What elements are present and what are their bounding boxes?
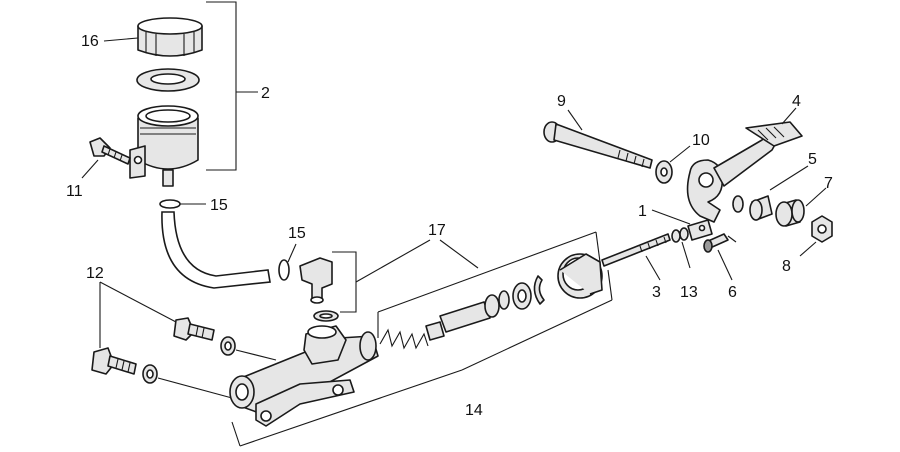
- pedal-lever: [686, 121, 803, 223]
- piston-spring: [379, 321, 445, 350]
- pedal-spacer: [775, 199, 805, 227]
- master-cylinder-body: [229, 325, 379, 427]
- clevis: [687, 219, 713, 241]
- callout-6: 6: [728, 284, 737, 301]
- reservoir-body: [129, 105, 199, 187]
- circlip: [533, 275, 545, 305]
- pedal-bushing: [749, 195, 773, 221]
- pedal-nut: [811, 215, 833, 243]
- piston: [439, 290, 510, 333]
- callout-8: 8: [782, 258, 791, 275]
- reservoir-cap: [137, 17, 203, 57]
- push-rod: [601, 233, 671, 267]
- elbow-fitting: [299, 257, 339, 322]
- callout-15-lower: 15: [288, 225, 306, 242]
- callout-11: 11: [66, 183, 83, 200]
- callout-9: 9: [557, 93, 566, 110]
- callout-13: 13: [680, 284, 698, 301]
- fluid-hose: [161, 211, 271, 289]
- lock-nut: [671, 227, 689, 243]
- callout-12: 12: [86, 265, 104, 282]
- callout-17: 17: [428, 222, 446, 239]
- reservoir-seal: [136, 68, 200, 92]
- callout-5: 5: [808, 151, 817, 168]
- callout-1: 1: [638, 203, 647, 220]
- callout-3: 3: [652, 284, 661, 301]
- callout-16: 16: [81, 33, 99, 50]
- dust-boot: [557, 253, 603, 299]
- pedal-pivot-bolt: [543, 121, 653, 169]
- mounting-bolt-lower: [91, 347, 158, 384]
- callout-2: 2: [261, 85, 270, 102]
- callout-4: 4: [792, 93, 801, 110]
- callout-15-upper: 15: [210, 197, 228, 214]
- callout-10: 10: [692, 132, 710, 149]
- mounting-bolt-upper: [173, 317, 236, 356]
- callout-14: 14: [465, 402, 483, 419]
- reservoir-bolt: [89, 137, 131, 165]
- callout-7: 7: [824, 175, 833, 192]
- clevis-pin: [703, 233, 737, 253]
